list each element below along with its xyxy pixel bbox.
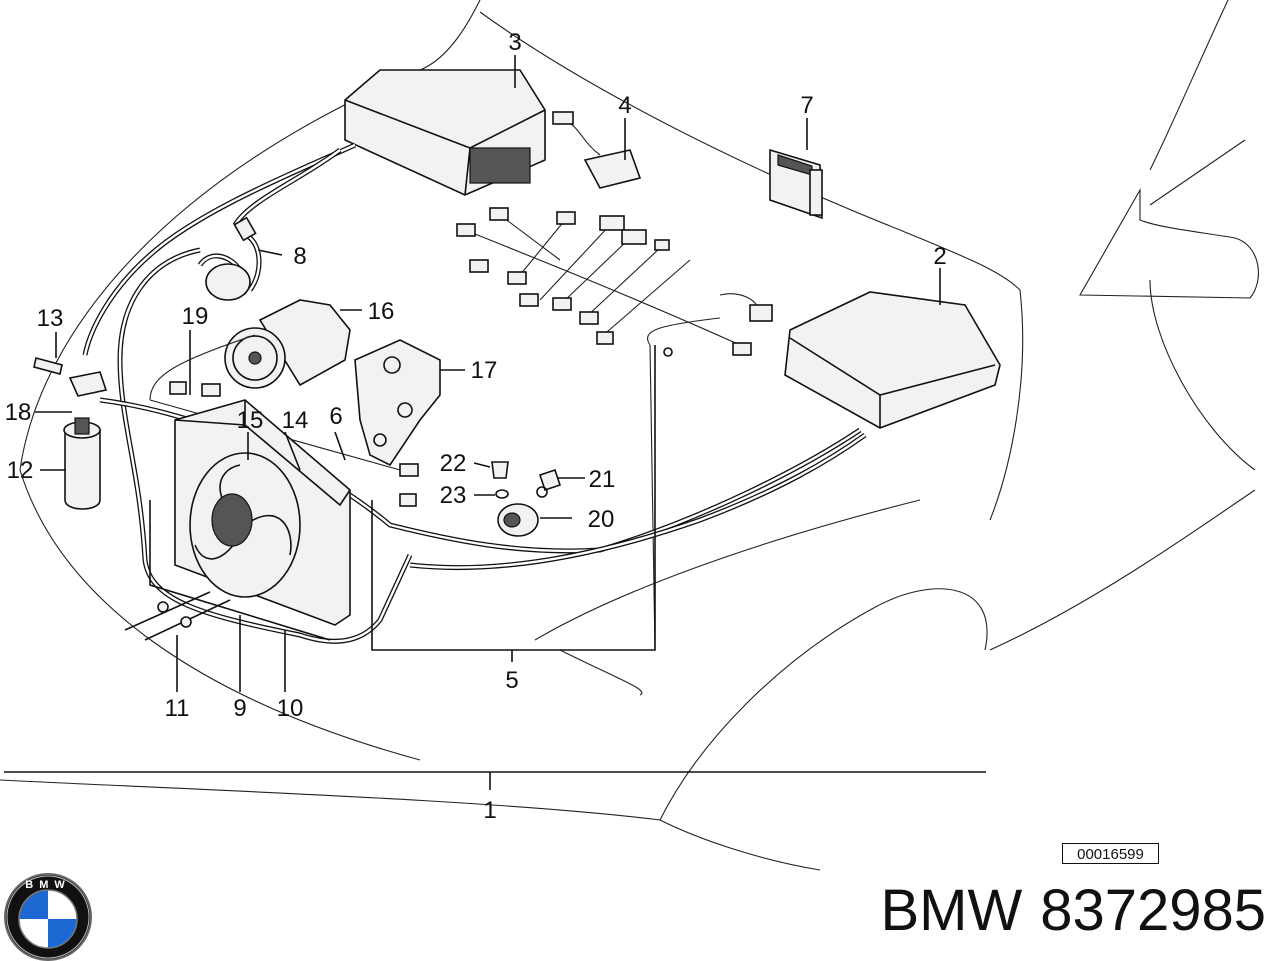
callout-12: 12 (7, 457, 34, 484)
callout-16: 16 (368, 298, 395, 325)
callout-3: 3 (508, 29, 521, 56)
callout-14: 14 (282, 407, 309, 434)
part-17-bracket (354, 339, 441, 467)
part-11-bolts (124, 591, 231, 641)
diagram-id-label: 00016599 (1062, 843, 1159, 864)
brand-make: BMW (880, 878, 1023, 943)
bmw-logo-icon: BMW (4, 873, 92, 961)
brand-caption: BMW 8372985 (816, 876, 1266, 946)
callout-4: 4 (618, 92, 631, 119)
callout-5-bracket (371, 345, 656, 662)
callout-15: 15 (237, 407, 264, 434)
part-21-valve (536, 468, 562, 498)
part-20-sensor (497, 503, 539, 537)
callout-20: 20 (588, 506, 615, 533)
callout-8: 8 (293, 243, 306, 270)
part-8-expansion-valve (233, 216, 257, 242)
part-15-fan (189, 452, 301, 598)
part-3-evaporator-housing (344, 69, 546, 196)
car-body-outline (0, 0, 1259, 871)
part-number: 8372985 (1040, 878, 1266, 943)
part-19-connector (149, 334, 419, 507)
part-13-sensor (33, 357, 63, 375)
callout-9: 9 (233, 695, 246, 722)
callout-5: 5 (505, 667, 518, 694)
callout-6: 6 (329, 403, 342, 430)
callout-2: 2 (933, 243, 946, 270)
part-16-compressor (197, 253, 351, 389)
part-2-heater-housing (784, 291, 1001, 429)
callout-19: 19 (182, 303, 209, 330)
baseline-1 (4, 771, 986, 790)
part-23-seal (495, 489, 509, 499)
callout-labels: 3 4 7 2 8 16 17 13 19 18 12 15 14 6 22 2… (5, 29, 947, 824)
part-12-receiver-dryer (63, 417, 101, 510)
part-7-switch-panel (769, 148, 823, 220)
callout-10: 10 (277, 695, 304, 722)
callout-17: 17 (471, 357, 498, 384)
part-18-pressure-switch (68, 371, 108, 397)
callout-23: 23 (440, 482, 467, 509)
callout-11: 11 (165, 695, 190, 722)
leader-lines (19, 55, 941, 692)
callout-13: 13 (37, 305, 64, 332)
part-22-switch (491, 461, 509, 479)
callout-18: 18 (5, 399, 32, 426)
bmw-logo-lettering: BMW (25, 879, 71, 891)
callout-21: 21 (589, 466, 616, 493)
part-4-control-module (552, 111, 642, 189)
callout-22: 22 (440, 450, 467, 477)
wiring-harness (456, 207, 773, 651)
callout-7: 7 (800, 92, 813, 119)
callout-1: 1 (483, 797, 496, 824)
condenser-frame (149, 500, 331, 641)
